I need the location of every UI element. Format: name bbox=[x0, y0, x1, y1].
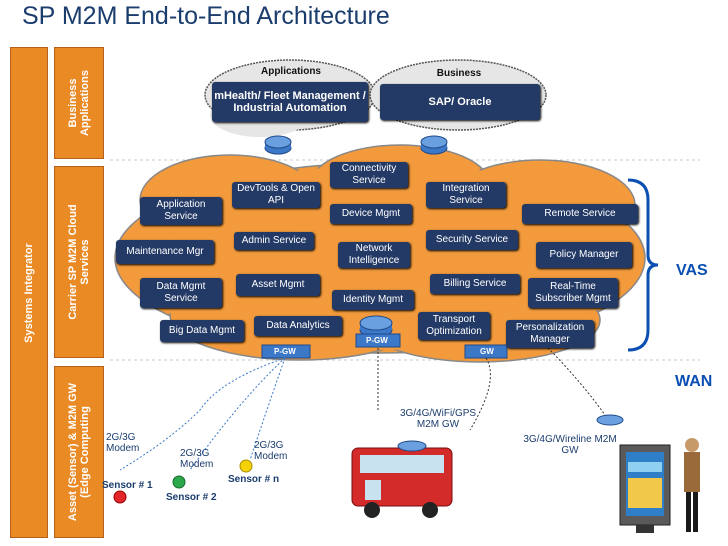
page-title: SP M2M End-to-End Architecture bbox=[22, 2, 390, 30]
modem-3-label: 2G/3G Modem bbox=[254, 440, 288, 462]
sensor-n-icon bbox=[239, 459, 253, 473]
devtools-service: DevTools & Open API bbox=[232, 182, 320, 208]
remote-service: Remote Service bbox=[522, 204, 638, 224]
personalization-manager-service: Personalization Manager bbox=[506, 320, 594, 348]
integration-service: Integration Service bbox=[426, 182, 506, 208]
carrier-cloud-bar: Carrier SP M2M Cloud Services bbox=[54, 166, 104, 358]
pgw-label: P-GW bbox=[366, 336, 388, 345]
connection-line bbox=[249, 357, 286, 461]
vas-bracket bbox=[627, 178, 659, 352]
business-cloud-label: Business bbox=[436, 68, 482, 79]
applications-cloud-label: Applications bbox=[260, 66, 321, 77]
asset-mgmt-service: Asset Mgmt bbox=[236, 274, 320, 296]
router-icon bbox=[264, 135, 292, 155]
pgw-box bbox=[261, 344, 311, 359]
pgw-label: P-GW bbox=[274, 347, 296, 356]
transport-optimization-service: Transport Optimization bbox=[418, 312, 490, 340]
person-icon bbox=[684, 438, 700, 532]
connection-line bbox=[469, 357, 491, 431]
sensor-n-label: Sensor # n bbox=[228, 474, 280, 485]
kiosk-icon bbox=[596, 414, 671, 533]
bus-gateway-label: 3G/4G/WiFi/GPS M2M GW bbox=[399, 408, 477, 430]
bus-icon bbox=[351, 440, 453, 518]
sensor-2-label: Sensor # 2 bbox=[166, 492, 217, 503]
data-analytics-service: Data Analytics bbox=[254, 316, 342, 336]
sensor-1-icon bbox=[113, 490, 127, 504]
connectivity-service: Connectivity Service bbox=[330, 162, 408, 188]
security-service: Security Service bbox=[426, 230, 518, 250]
connection-line bbox=[189, 357, 286, 471]
connection-line bbox=[119, 357, 286, 471]
sensor-1-label: Sensor # 1 bbox=[102, 480, 153, 491]
modem-1-label: 2G/3G Modem bbox=[106, 432, 140, 454]
identity-mgmt-service: Identity Mgmt bbox=[332, 290, 414, 310]
asset-gateway-label: Asset (Sensor) & M2M GW (Edge Computing bbox=[67, 382, 91, 522]
systems-integrator-bar: Systems Integrator bbox=[10, 47, 48, 538]
billing-service: Billing Service bbox=[430, 274, 520, 294]
network-intelligence-service: Network Intelligence bbox=[338, 242, 410, 268]
router-icon bbox=[420, 135, 448, 155]
business-applications-label: Business Applications bbox=[67, 70, 91, 137]
business-applications-bar: Business Applications bbox=[54, 47, 104, 159]
connection-line bbox=[544, 344, 606, 416]
big-data-mgmt-service: Big Data Mgmt bbox=[160, 320, 244, 342]
systems-integrator-label: Systems Integrator bbox=[23, 242, 35, 343]
sensor-2-icon bbox=[172, 475, 186, 489]
policy-manager-service: Policy Manager bbox=[536, 242, 632, 268]
data-mgmt-service: Data Mgmt Service bbox=[140, 278, 222, 308]
realtime-subscriber-service: Real-Time Subscriber Mgmt bbox=[528, 278, 618, 308]
kiosk-gateway-label: 3G/4G/Wireline M2M GW bbox=[523, 434, 617, 456]
gw-label: GW bbox=[480, 347, 494, 356]
wan-label: WAN bbox=[675, 373, 713, 390]
admin-service: Admin Service bbox=[234, 232, 314, 250]
maintenance-mgr-service: Maintenance Mgr bbox=[116, 240, 214, 264]
application-service: Application Service bbox=[140, 197, 222, 225]
modem-2-label: 2G/3G Modem bbox=[180, 448, 214, 470]
carrier-cloud-label: Carrier SP M2M Cloud Services bbox=[67, 204, 91, 320]
asset-gateway-bar: Asset (Sensor) & M2M GW (Edge Computing bbox=[54, 366, 104, 538]
pgw-box bbox=[355, 333, 401, 348]
business-service-box: SAP/ Oracle bbox=[380, 84, 540, 120]
device-mgmt-service: Device Mgmt bbox=[330, 204, 412, 224]
vas-label: VAS bbox=[676, 262, 708, 279]
applications-service-box: mHealth/ Fleet Management / Industrial A… bbox=[212, 82, 368, 122]
